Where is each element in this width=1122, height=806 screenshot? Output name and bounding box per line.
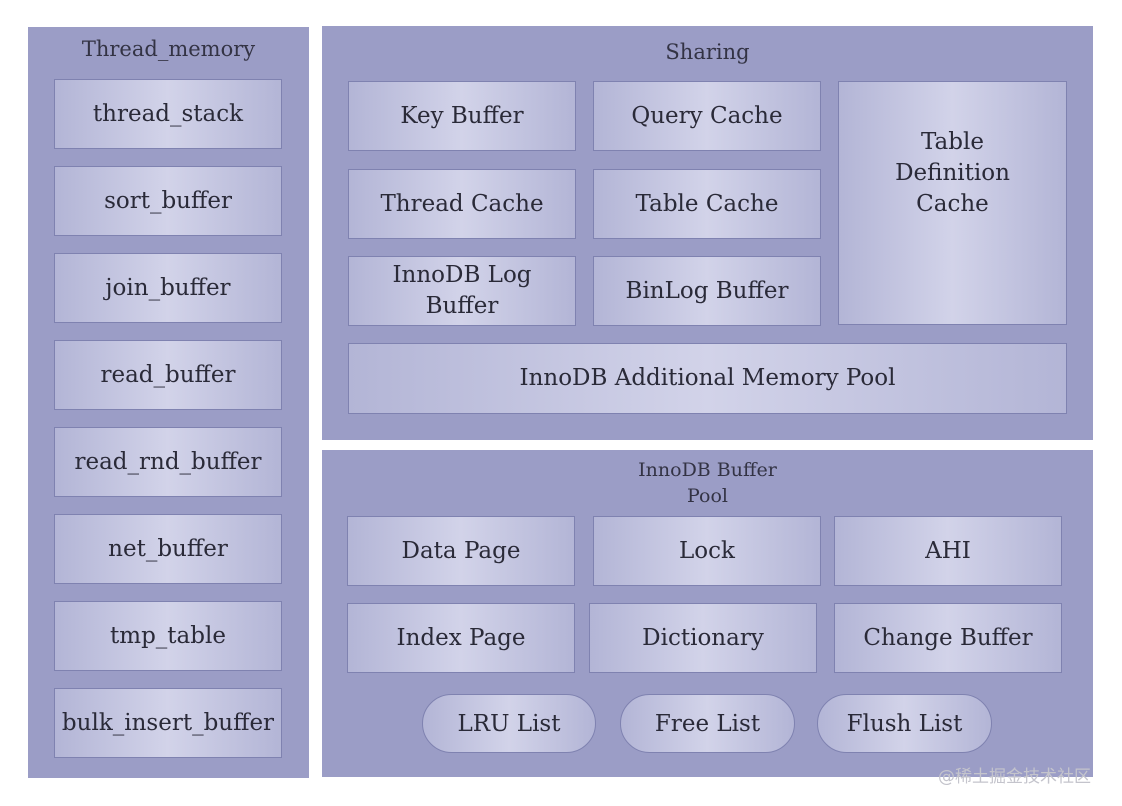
index-page-box: Index Page [347, 603, 575, 673]
innodb-additional-memory-pool-box: InnoDB Additional Memory Pool [348, 343, 1067, 414]
bulk-insert-buffer-box: bulk_insert_buffer [54, 688, 282, 758]
data-page-box: Data Page [347, 516, 575, 586]
free-list-pill: Free List [620, 694, 795, 753]
binlog-buffer-box: BinLog Buffer [593, 256, 821, 326]
flush-list-pill: Flush List [817, 694, 992, 753]
innodb-log-buffer-box: InnoDB Log Buffer [348, 256, 576, 326]
join-buffer-box: join_buffer [54, 253, 282, 323]
lock-box: Lock [593, 516, 821, 586]
thread-memory-title: Thread_memory [81, 37, 256, 61]
sort-buffer-box: sort_buffer [54, 166, 282, 236]
key-buffer-box: Key Buffer [348, 81, 576, 151]
sharing-title: Sharing [665, 40, 750, 64]
query-cache-box: Query Cache [593, 81, 821, 151]
watermark-text: @稀土掘金技术社区 [938, 767, 1091, 787]
read-rnd-buffer-box: read_rnd_buffer [54, 427, 282, 497]
thread-cache-box: Thread Cache [348, 169, 576, 239]
thread-memory-panel: Thread_memory thread_stack sort_buffer j… [28, 27, 309, 778]
thread-stack-box: thread_stack [54, 79, 282, 149]
dictionary-box: Dictionary [589, 603, 817, 673]
lru-list-pill: LRU List [422, 694, 596, 753]
table-definition-cache-box: Table Definition Cache [838, 81, 1067, 325]
ahi-box: AHI [834, 516, 1062, 586]
net-buffer-box: net_buffer [54, 514, 282, 584]
buffer-pool-title: InnoDB Buffer Pool [638, 459, 777, 507]
change-buffer-box: Change Buffer [834, 603, 1062, 673]
read-buffer-box: read_buffer [54, 340, 282, 410]
innodb-buffer-pool-panel: InnoDB Buffer Pool Data Page Lock AHI In… [322, 450, 1093, 777]
table-cache-box: Table Cache [593, 169, 821, 239]
tmp-table-box: tmp_table [54, 601, 282, 671]
sharing-panel: Sharing Key Buffer Query Cache Thread Ca… [322, 26, 1093, 440]
